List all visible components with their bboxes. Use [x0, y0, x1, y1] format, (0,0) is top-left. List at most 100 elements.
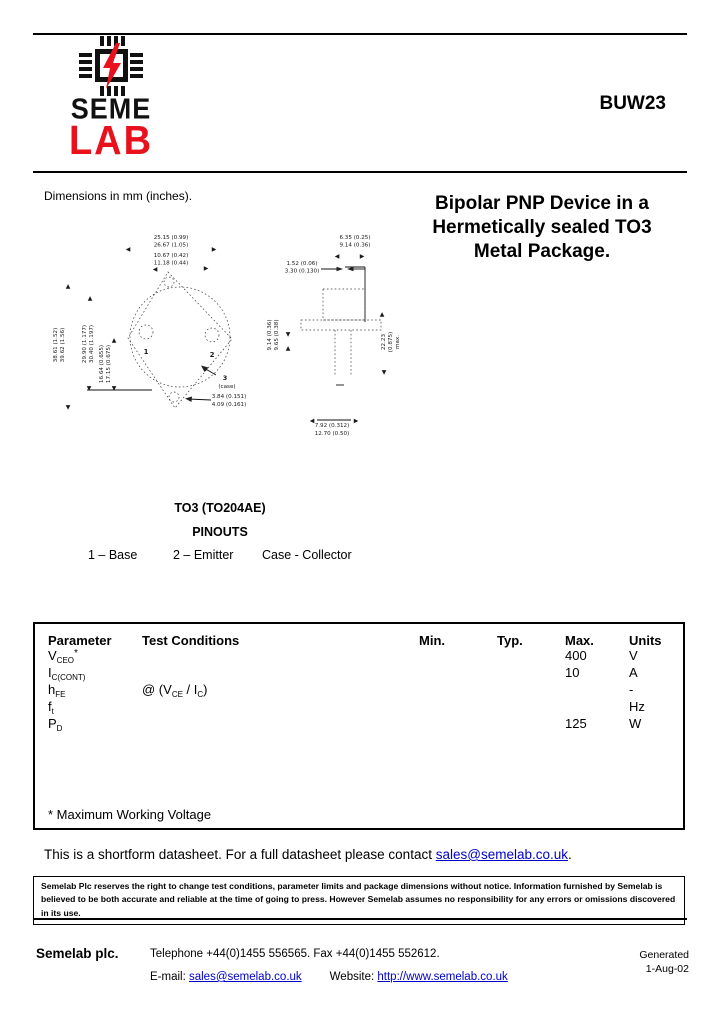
case-word: (case)	[218, 384, 235, 390]
dim-seal-min: 1.52 (0.06)	[286, 261, 317, 267]
arrow-up-icon: ▲	[286, 345, 291, 352]
dim-cap-dia-max: 26.67 (1.05)	[154, 243, 189, 249]
generated-stamp: Generated 1-Aug-02	[639, 948, 689, 976]
max-value: 10	[565, 665, 580, 680]
dim-pin-space-min: 10.67 (0.42)	[154, 253, 189, 259]
pin2-number: 2	[210, 351, 215, 359]
col-typ: Typ.	[497, 633, 523, 648]
brand-seme: SEME	[70, 93, 152, 125]
to3-top-view: 25.15 (0.99) 26.67 (1.05) ◀ ▶ 10.67 (0.4…	[53, 235, 246, 411]
shortform-note: This is a shortform datasheet. For a ful…	[44, 847, 572, 862]
disclaimer-box: Semelab Plc reserves the right to change…	[33, 876, 685, 925]
sales-email-link[interactable]: sales@semelab.co.uk	[435, 847, 568, 862]
units-value: W	[629, 716, 642, 731]
semelab-logo: SEME LAB	[62, 36, 160, 164]
hole-dia-arrowhead-icon	[185, 396, 192, 402]
dim-hole-dia-max: 4.09 (0.161)	[212, 402, 247, 408]
lightning-bolt-icon	[103, 43, 121, 89]
title-line-3: Metal Package.	[473, 241, 611, 262]
max-value: 125	[565, 716, 587, 731]
units-value: A	[629, 665, 638, 680]
generated-date: 1-Aug-02	[645, 963, 689, 975]
contact-links: E-mail: sales@semelab.co.uk Website: http…	[150, 971, 508, 983]
dim-lead-min: 7.92 (0.312)	[315, 423, 350, 429]
dim-flange-len-min: 38.61 (1.52)	[53, 328, 59, 363]
package-drawing: 25.15 (0.99) 26.67 (1.05) ◀ ▶ 10.67 (0.4…	[53, 235, 401, 437]
arrow-up-icon: ▲	[66, 283, 71, 290]
arrow-right-icon: ▶	[212, 246, 217, 253]
dim-hole-ctrs-min: 29.90 (1.177)	[82, 325, 88, 363]
arrow-down-icon: ▼	[66, 404, 71, 411]
arrow-left-icon: ◀	[153, 266, 158, 273]
company-name: Semelab plc.	[36, 946, 119, 961]
case-arrowhead-icon	[201, 365, 209, 372]
units-value: Hz	[629, 699, 645, 714]
arrow-right-icon: ▶	[204, 265, 209, 272]
dimensions-note: Dimensions in mm (inches).	[44, 189, 193, 203]
spec-table: Parameter Test Conditions Min. Typ. Max.…	[33, 622, 685, 830]
param-subscript: D	[56, 724, 63, 733]
dim-cap-h-max: 9.14 (0.36)	[339, 243, 370, 249]
arrow-down-icon: ▼	[112, 385, 117, 392]
param-subscript: FE	[55, 690, 66, 699]
header-rule	[33, 171, 687, 173]
arrow-right-icon: ▶	[354, 418, 359, 425]
to3-side-view: 6.35 (0.25) 9.14 (0.36) ◀ ▶ 1.52 (0.06) …	[267, 235, 401, 437]
seal-arrowhead-left-icon	[347, 266, 354, 272]
website-link[interactable]: http://www.semelab.co.uk	[377, 971, 508, 983]
title-line-1: Bipolar PNP Device in a	[434, 193, 649, 214]
param-symbol: f	[48, 699, 52, 714]
arrow-right-icon: ▶	[360, 253, 365, 260]
pinout-collector: Case - Collector	[262, 548, 352, 562]
title-line-2: Hermetically sealed TO3	[432, 217, 652, 238]
pinouts-heading: PINOUTS	[192, 525, 248, 539]
param-subscript: C(CONT)	[51, 673, 86, 682]
arrow-down-icon: ▼	[87, 385, 92, 392]
col-max: Max.	[565, 633, 594, 648]
dim-total-3: max.	[395, 335, 401, 349]
dim-pin-space-max: 11.18 (0.44)	[154, 261, 189, 267]
col-units: Units	[629, 633, 662, 648]
test-condition: @ (VCE / IC)	[142, 682, 208, 699]
dim-seal-max: 3.30 (0.130)	[285, 269, 320, 275]
arrow-left-icon: ◀	[126, 246, 131, 253]
param-subscript: t	[51, 707, 54, 716]
param-superscript: *	[74, 648, 78, 659]
pinout-emitter: 2 – Emitter	[173, 548, 234, 562]
seal-arrowhead-right-icon	[336, 266, 343, 272]
pin1-number: 1	[144, 348, 149, 356]
dim-flat-max: 17.15 (0.675)	[106, 345, 112, 383]
dim-hole-ctrs-max: 30.40 (1.197)	[89, 325, 95, 363]
units-value: V	[629, 648, 638, 663]
dim-total-2: (0.875)	[388, 332, 394, 352]
max-value: 400	[565, 648, 587, 663]
param-subscript: CEO	[56, 656, 75, 665]
email-label: E-mail:	[150, 971, 189, 983]
param-symbol: V	[48, 648, 57, 663]
dim-lead-max: 12.70 (0.50)	[315, 431, 350, 437]
brand-lab: LAB	[68, 118, 154, 164]
arrow-up-icon: ▲	[380, 311, 385, 318]
package-name: TO3 (TO204AE)	[174, 501, 266, 515]
col-conditions: Test Conditions	[142, 633, 240, 648]
dim-body-min: 9.14 (0.36)	[267, 319, 273, 350]
units-value: -	[629, 682, 634, 697]
email-link[interactable]: sales@semelab.co.uk	[188, 971, 302, 983]
page-title: Bipolar PNP Device in a Hermetically sea…	[396, 192, 688, 264]
website-label: Website:	[329, 971, 378, 983]
case-number: 3	[223, 374, 228, 382]
dim-flange-len-max: 39.62 (1.56)	[60, 328, 66, 363]
param-symbol: I	[48, 665, 52, 680]
col-parameter: Parameter	[48, 633, 112, 648]
pinout-base: 1 – Base	[88, 548, 138, 562]
phone-fax: Telephone +44(0)1455 556565. Fax +44(0)1…	[150, 948, 440, 960]
dim-cap-h-min: 6.35 (0.25)	[339, 235, 370, 241]
footer-rule	[33, 918, 687, 920]
part-number: BUW23	[599, 93, 666, 114]
table-footnote: * Maximum Working Voltage	[48, 807, 212, 822]
param-symbol: h	[48, 682, 56, 697]
arrow-left-icon: ◀	[335, 253, 340, 260]
arrow-down-icon: ▼	[286, 331, 291, 338]
dim-body-max: 9.65 (0.38)	[274, 319, 280, 350]
